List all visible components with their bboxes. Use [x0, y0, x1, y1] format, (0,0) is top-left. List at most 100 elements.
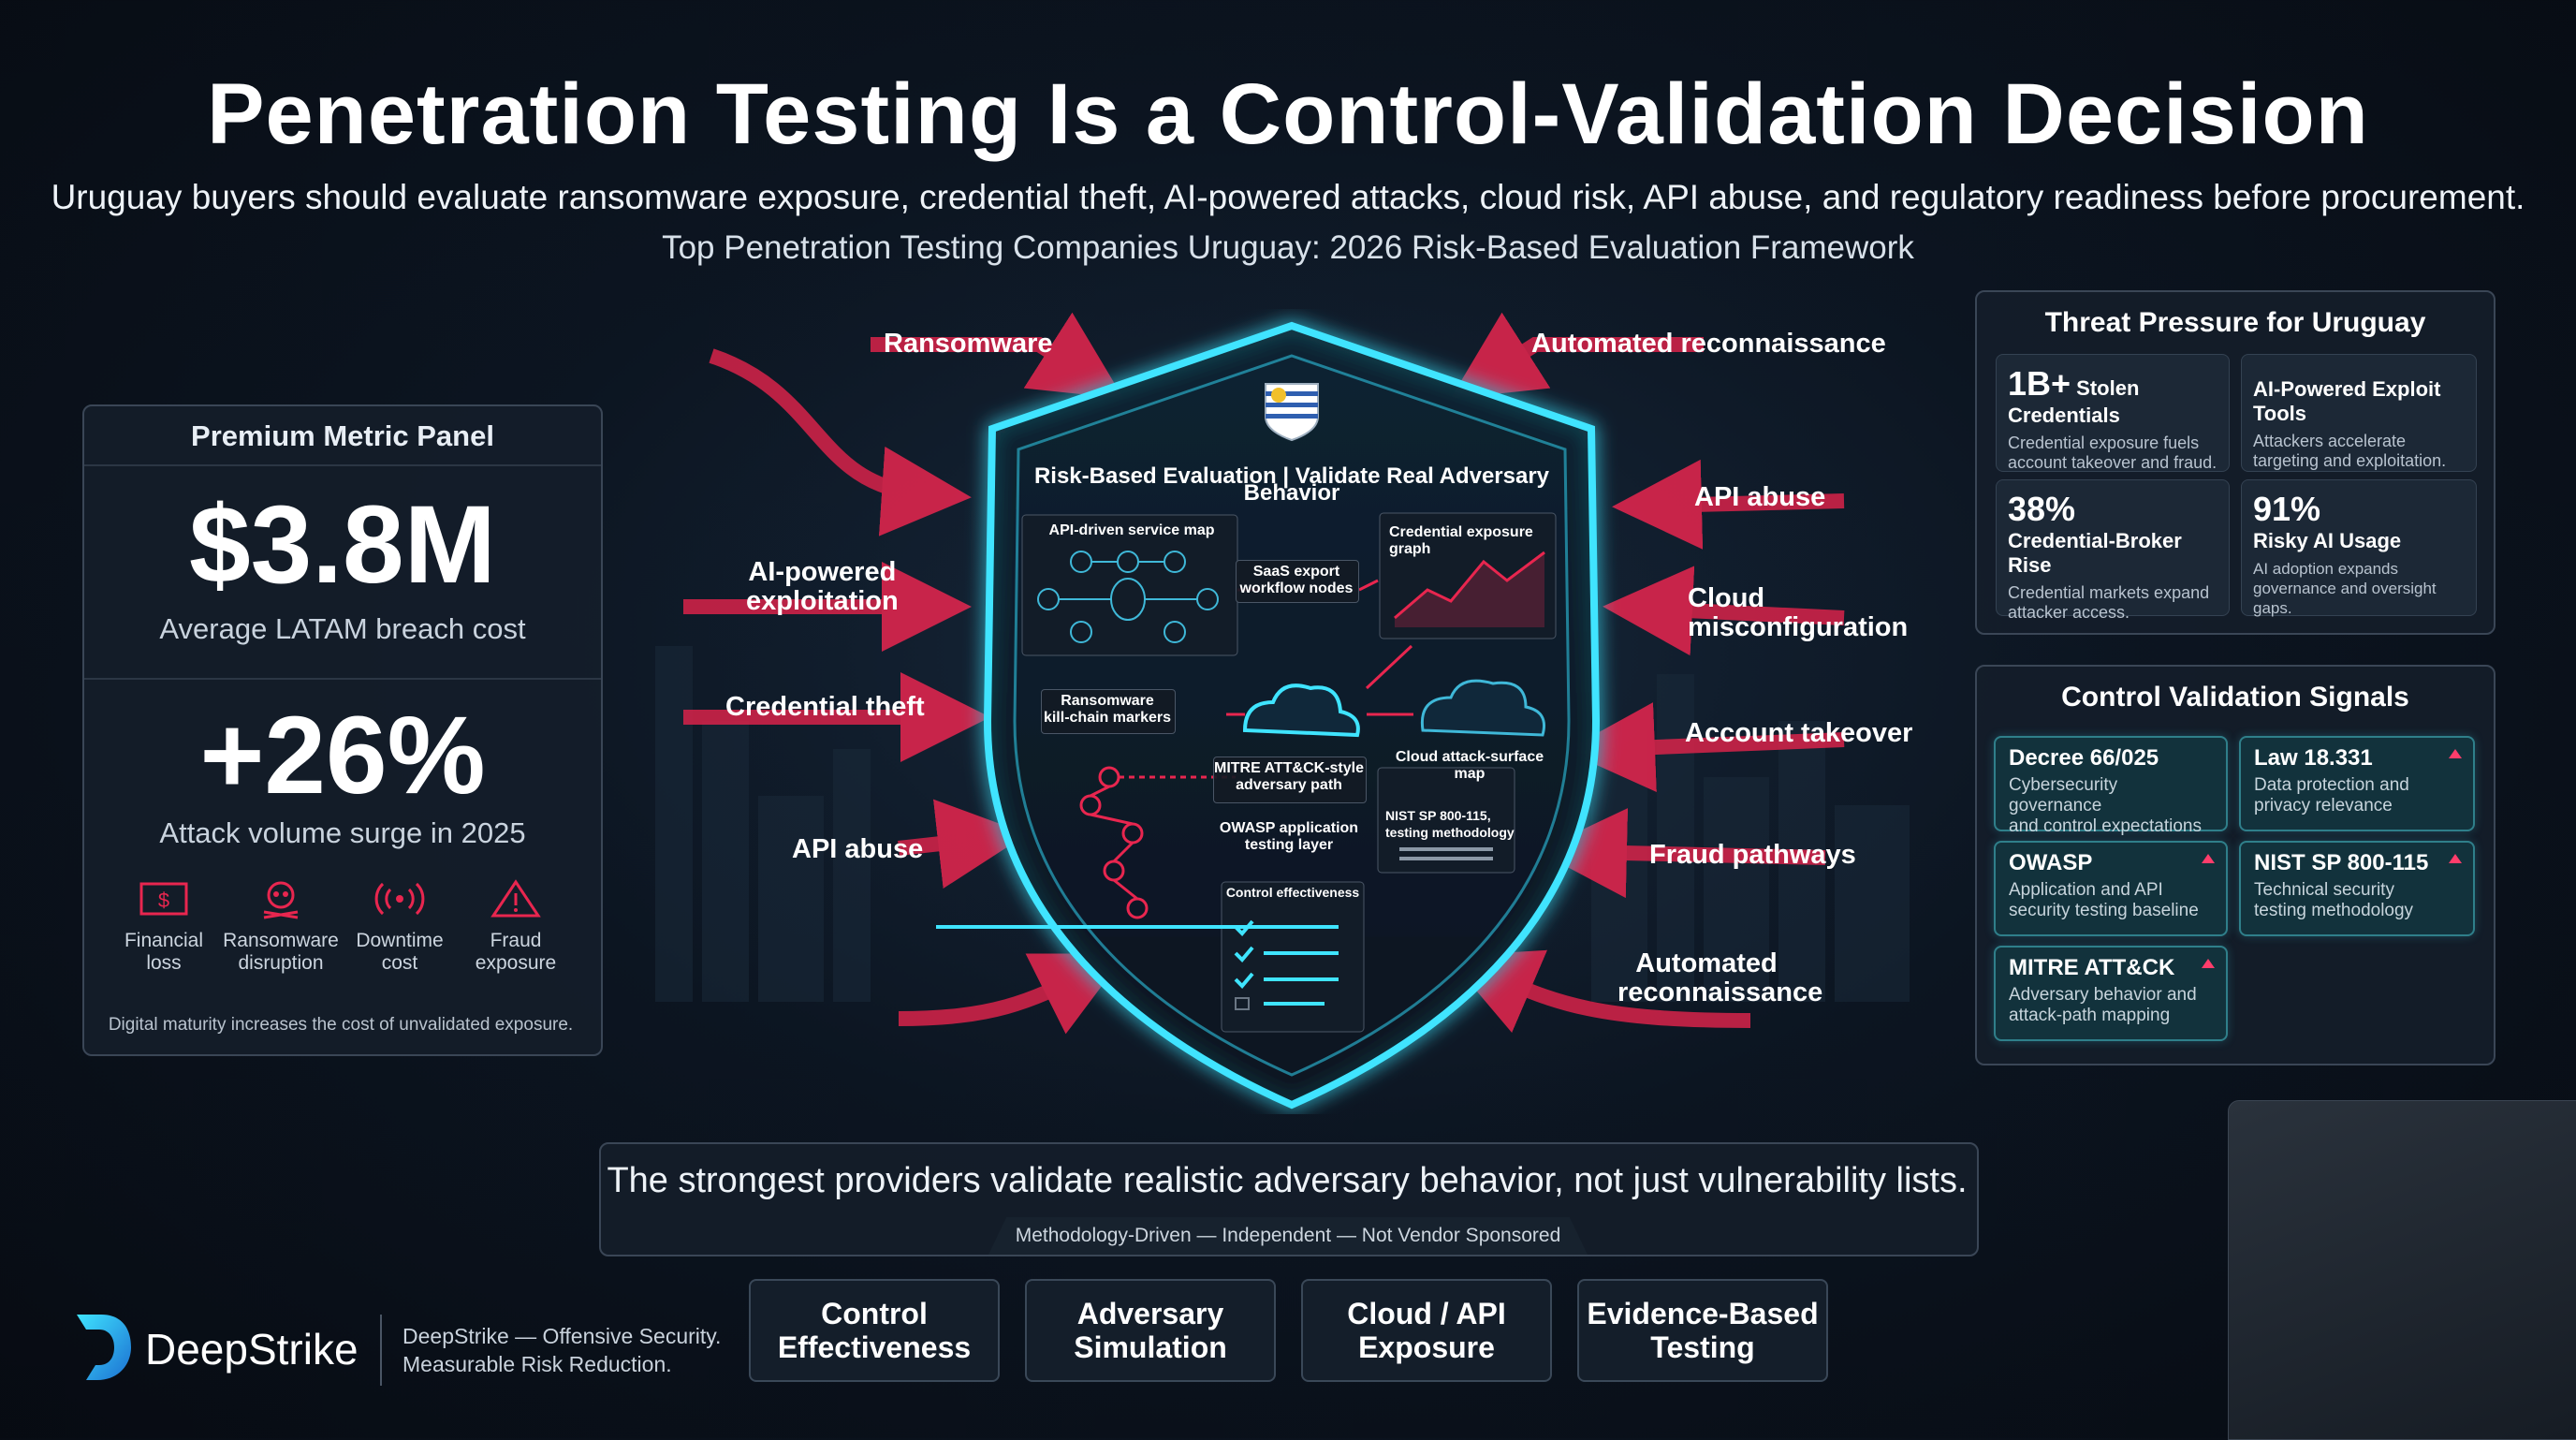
brand-tagline: DeepStrike — Offensive Security.Measurab…: [402, 1322, 721, 1378]
button-label: Testing: [1650, 1330, 1755, 1364]
threat-card-value: 91%: [2253, 490, 2321, 528]
threat-card-desc: governance and oversight gaps.: [2253, 580, 2437, 617]
alert-triangle-icon: [2449, 749, 2462, 758]
breach-cost-label: Average LATAM breach cost: [159, 612, 526, 645]
control-card-title: MITRE ATT&CK: [2009, 955, 2175, 980]
threat-label-text: misconfiguration: [1688, 612, 1909, 642]
threat-card-desc: attacker access.: [2008, 603, 2130, 622]
threat-label-fraud-pathways: Fraud pathways: [1649, 840, 1856, 870]
shield-header: Risk-Based Evaluation | Validate Real Ad…: [1033, 463, 1550, 506]
threat-card-value: 38%: [2008, 490, 2076, 528]
uruguay-flag-icon: [1265, 383, 1319, 442]
shield-text: adversary path: [1236, 777, 1342, 793]
shield-text: map: [1454, 766, 1486, 782]
control-card-desc: Application and API: [2009, 880, 2163, 900]
control-validation-panel: Control Validation Signals Decree 66/025…: [1975, 665, 2496, 1065]
metric-item-label: Financial: [124, 930, 204, 951]
metric-panel-title: Premium Metric Panel: [191, 419, 494, 452]
control-card-desc: attack-path mapping: [2009, 1006, 2171, 1025]
shield-text: OWASP application: [1219, 820, 1359, 836]
threat-label-text: reconnaissance: [1617, 977, 1823, 1007]
nist-method-label: NIST SP 800-115,testing methodology: [1385, 807, 1516, 841]
threat-card-desc: AI adoption expands: [2253, 560, 2399, 578]
metric-item-label: cost: [381, 952, 418, 974]
metric-item-label: Fraud: [490, 930, 542, 951]
saas-nodes-box: [1236, 560, 1359, 603]
attack-surge-value: +26%: [199, 694, 486, 817]
skull-icon: [263, 881, 299, 919]
metric-panel-footer: Digital maturity increases the cost of u…: [108, 1015, 574, 1035]
methodology-tagline: Methodology-Driven — Independent — Not V…: [988, 1217, 1588, 1255]
warning-icon: [490, 879, 541, 918]
shield-text: Ransomware: [1061, 693, 1154, 709]
control-effectiveness-label: Control effectiveness: [1225, 885, 1360, 900]
control-panel-title: Control Validation Signals: [2061, 682, 2409, 713]
button-label: Exposure: [1358, 1330, 1495, 1364]
control-card-desc: security testing baseline: [2009, 901, 2199, 920]
control-card-desc: Technical security: [2254, 880, 2394, 900]
mitre-path-box: [1213, 757, 1367, 803]
city-skyline: [655, 646, 1910, 1002]
threat-card-desc: Credential exposure fuels: [2008, 433, 2200, 452]
threat-card: 1B+ Stolen Credentials Credential exposu…: [1996, 354, 2230, 472]
threat-card: AI-Powered Exploit Tools Attackers accel…: [2241, 354, 2477, 472]
alert-triangle-icon: [2202, 854, 2215, 863]
control-card-desc: and control expectations: [2009, 816, 2202, 836]
shield-text: NIST SP 800-115,: [1385, 808, 1491, 823]
deepstrike-logo-icon: [77, 1315, 131, 1380]
page-title: Penetration Testing Is a Control-Validat…: [207, 66, 2369, 162]
threat-label-text: AI-powered: [748, 557, 897, 587]
threat-label-ransomware: Ransomware: [884, 329, 1053, 359]
control-card-title: OWASP: [2009, 850, 2093, 875]
divider: [84, 464, 601, 466]
page-subtitle: Uruguay buyers should evaluate ransomwar…: [51, 178, 2525, 216]
button-label: Control: [821, 1297, 928, 1330]
threat-label-automated-recon: Automated reconnaissance: [1531, 329, 1886, 359]
shield-graphic: [936, 321, 1601, 1109]
threat-label-text: exploitation: [746, 586, 899, 616]
metric-item-label: loss: [146, 952, 182, 974]
threat-label-text: Automated: [1635, 948, 1778, 978]
threat-card-title: Stolen Credentials: [2008, 376, 2140, 427]
control-card-desc: testing methodology: [2254, 901, 2414, 920]
threat-label-api-abuse: API abuse: [792, 834, 924, 864]
attack-surge-label: Attack volume surge in 2025: [159, 816, 526, 849]
threat-card-desc: Credential markets expand: [2008, 583, 2210, 602]
shield-text: workflow nodes: [1239, 580, 1354, 596]
shield-text: Cloud attack-surface: [1395, 749, 1544, 765]
threat-card-title: Credential-Broker Rise: [2008, 529, 2182, 577]
money-icon: $: [139, 882, 188, 916]
threat-card-desc: targeting and exploitation.: [2253, 451, 2447, 470]
threat-pressure-panel: Threat Pressure for Uruguay 1B+ Stolen C…: [1975, 290, 2496, 635]
signal-icon: [374, 882, 425, 916]
shield-text: Credential exposure: [1389, 524, 1533, 540]
threat-card-desc: account takeover and fraud.: [2008, 453, 2217, 472]
threat-card: 38% Credential-Broker Rise Credential ma…: [1996, 479, 2230, 622]
page-subheading: Top Penetration Testing Companies Urugua…: [662, 229, 1914, 266]
control-card-title: NIST SP 800-115: [2254, 850, 2429, 875]
metric-item-label: Ransomware: [223, 930, 339, 951]
statement-text: The strongest providers validate realist…: [607, 1161, 1968, 1200]
control-card-desc: Cybersecurity governance: [2009, 775, 2118, 816]
shield-text: SaaS export: [1252, 564, 1340, 580]
shield-api-map-label: API-driven service map: [1048, 522, 1215, 538]
threat-card-title: Risky AI Usage: [2253, 529, 2402, 552]
